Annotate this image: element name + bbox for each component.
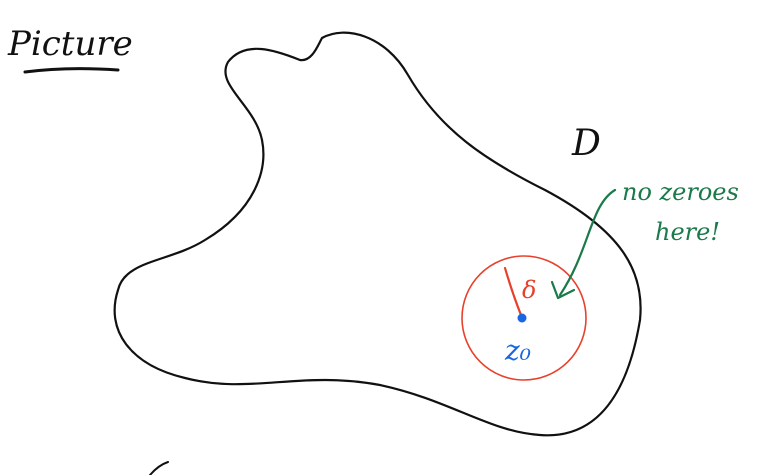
radius-line	[503, 266, 523, 317]
partial-stroke	[149, 461, 169, 475]
point-z0	[517, 313, 527, 323]
title-underline	[23, 67, 120, 74]
point-label: z₀	[504, 334, 531, 367]
title: Picture	[7, 24, 133, 64]
annotation-arrow	[558, 188, 617, 297]
arrowhead-icon	[550, 280, 576, 300]
annotation-line-1: no zeroes	[622, 178, 739, 206]
delta-disk	[461, 255, 587, 381]
region-d-boundary	[113, 31, 642, 437]
region-label: D	[571, 123, 601, 164]
radius-label: δ	[522, 276, 536, 304]
annotation-line-2: here!	[655, 218, 720, 246]
